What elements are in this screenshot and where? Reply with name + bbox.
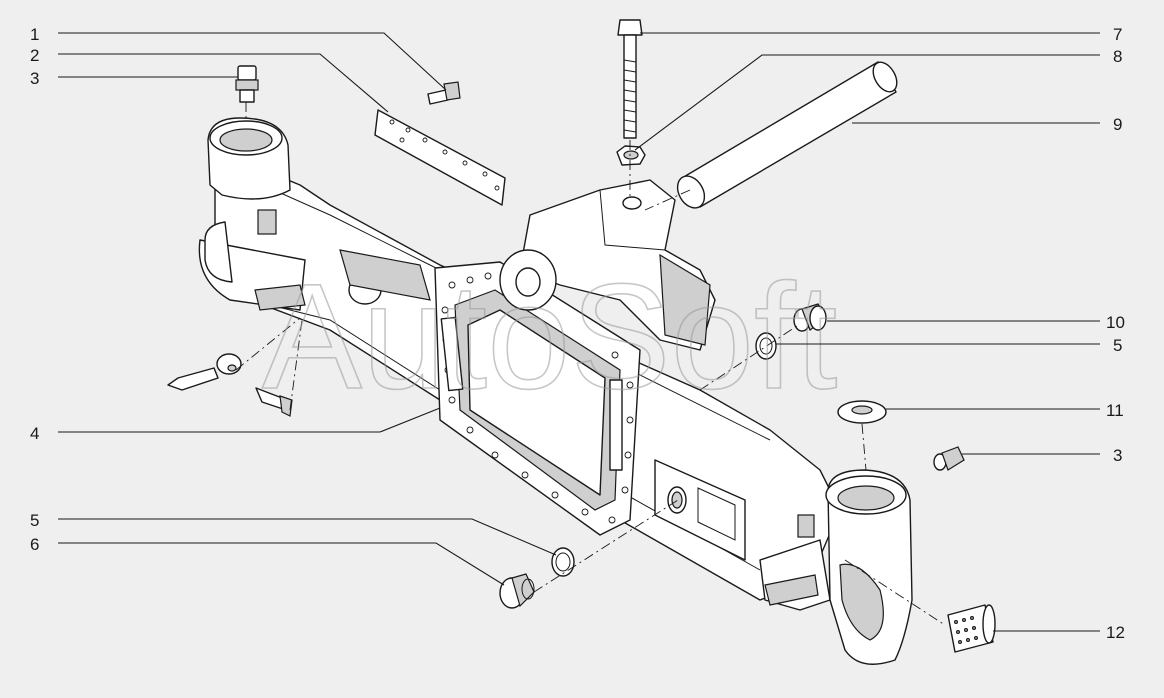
watermark-text: AutoSoft [262, 252, 837, 420]
washer-part-11 [837, 400, 887, 424]
plug-part-10 [793, 303, 827, 332]
callout-10: 10 [1106, 313, 1125, 332]
callout-12: 12 [1106, 623, 1125, 642]
callout-8: 8 [1113, 47, 1122, 66]
center-flange [434, 261, 641, 536]
bushing-part-12 [947, 604, 996, 653]
left-recess [339, 249, 431, 301]
nut-part-8 [616, 145, 646, 166]
drain-plug-part-6 [499, 573, 535, 609]
bushing-dots [954, 616, 978, 644]
callout-11: 11 [1106, 401, 1124, 420]
callout-labels: 1 2 3 7 8 9 4 10 5 11 3 5 6 12 [30, 25, 1125, 642]
callout-6: 6 [30, 535, 39, 554]
callout-2: 2 [30, 46, 39, 65]
inspection-pad [654, 459, 746, 561]
plate-part-2 [374, 109, 506, 206]
long-bolt-part-7 [617, 19, 643, 139]
right-kingpin-housing [825, 469, 913, 665]
washer-part-5-upper [755, 332, 777, 360]
assembly-guides [235, 102, 946, 626]
callout-3-right: 3 [1113, 446, 1122, 465]
flange-bolt-holes [441, 272, 634, 524]
ring-part-5-lower [551, 547, 575, 577]
callout-9: 9 [1113, 115, 1122, 134]
pin-part-9 [676, 61, 898, 209]
pivot-trunnion-block [499, 179, 716, 351]
callout-4: 4 [30, 424, 39, 443]
left-kingpin-housing [204, 117, 291, 283]
fitting-part-3-top [235, 65, 259, 103]
callout-5-upper: 5 [1113, 336, 1122, 355]
callout-leaders [58, 32, 1100, 632]
flange-bolt-assembly [167, 353, 293, 417]
callout-1: 1 [30, 25, 39, 44]
callout-3-top: 3 [30, 69, 39, 88]
callout-7: 7 [1113, 25, 1122, 44]
callout-5-lower: 5 [30, 511, 39, 530]
plate-holes [389, 119, 500, 191]
bolt-part-1 [427, 81, 461, 105]
fitting-part-3-right [933, 446, 965, 471]
